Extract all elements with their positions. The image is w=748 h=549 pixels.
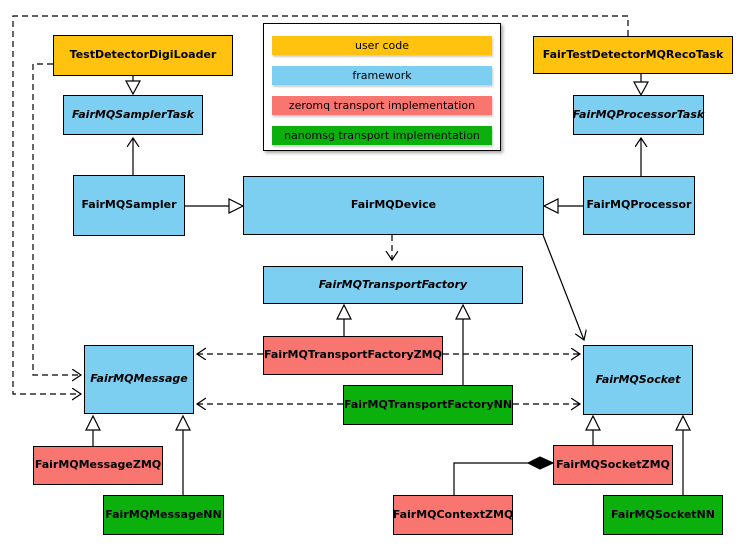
edge-comp-contextzmq-socketzmq	[453, 456, 555, 495]
edge-dep-recotask-message	[12, 15, 629, 394]
class-box-fairmqtransportfactoryzmq: FairMQTransportFactoryZMQ	[263, 336, 443, 375]
edge-inherit-messagenn-message	[175, 414, 191, 495]
class-box-testdetectordigiloader: TestDetectorDigiLoader	[53, 35, 233, 76]
legend-label: user code	[354, 39, 410, 52]
edge-inherit-factoryzmq-factory	[336, 303, 352, 336]
legend-label: framework	[352, 69, 412, 82]
legend-item-nanomsg: nanomsg transport implementation	[272, 126, 492, 145]
class-box-fairmqprocessor: FairMQProcessor	[583, 176, 695, 235]
class-box-fairmqmessagezmq: FairMQMessageZMQ	[33, 446, 163, 485]
class-box-fairmqdevice: FairMQDevice	[243, 176, 544, 235]
class-box-fairmqsocketnn: FairMQSocketNN	[603, 495, 723, 535]
class-box-fairmqsocket: FairMQSocket	[583, 345, 693, 415]
class-box-fairtestdetectormqrecotask: FairTestDetectorMQRecoTask	[533, 36, 733, 74]
class-box-fairmqmessagenn: FairMQMessageNN	[103, 495, 224, 535]
class-box-fairmqsampler: FairMQSampler	[73, 175, 185, 236]
edge-inherit-processor-device	[542, 198, 583, 214]
edge-inherit-messagezmq-message	[85, 414, 101, 446]
class-box-fairmqsamplertask: FairMQSamplerTask	[63, 95, 203, 135]
legend-item-zeromq: zeromq transport implementation	[272, 96, 492, 115]
legend-item-framework: framework	[272, 66, 492, 85]
edge-inherit-recotask-processortask	[632, 74, 650, 97]
class-box-fairmqtransportfactorynn: FairMQTransportFactoryNN	[343, 385, 513, 425]
class-box-fairmqtransportfactory: FairMQTransportFactory	[263, 266, 523, 304]
edge-inherit-digiloader-samplertask	[124, 76, 142, 96]
legend: user code framework zeromq transport imp…	[263, 23, 501, 151]
legend-label: zeromq transport implementation	[288, 99, 476, 112]
edge-assoc-device-socket	[542, 234, 584, 340]
class-box-fairmqprocessortask: FairMQProcessorTask	[573, 95, 704, 135]
legend-item-user-code: user code	[272, 36, 492, 55]
class-box-fairmqcontextzmq: FairMQContextZMQ	[393, 495, 513, 535]
edge-dep-digiloader-message	[32, 63, 81, 375]
edge-inherit-factorynn-factory	[455, 303, 471, 385]
legend-label: nanomsg transport implementation	[284, 129, 480, 142]
edge-inherit-sampler-device	[185, 198, 245, 214]
class-box-fairmqsocketzmq: FairMQSocketZMQ	[553, 445, 673, 485]
edge-inherit-socketzmq-socket	[585, 414, 601, 445]
class-box-fairmqmessage: FairMQMessage	[84, 345, 194, 414]
edge-inherit-socketnn-socket	[675, 414, 691, 495]
